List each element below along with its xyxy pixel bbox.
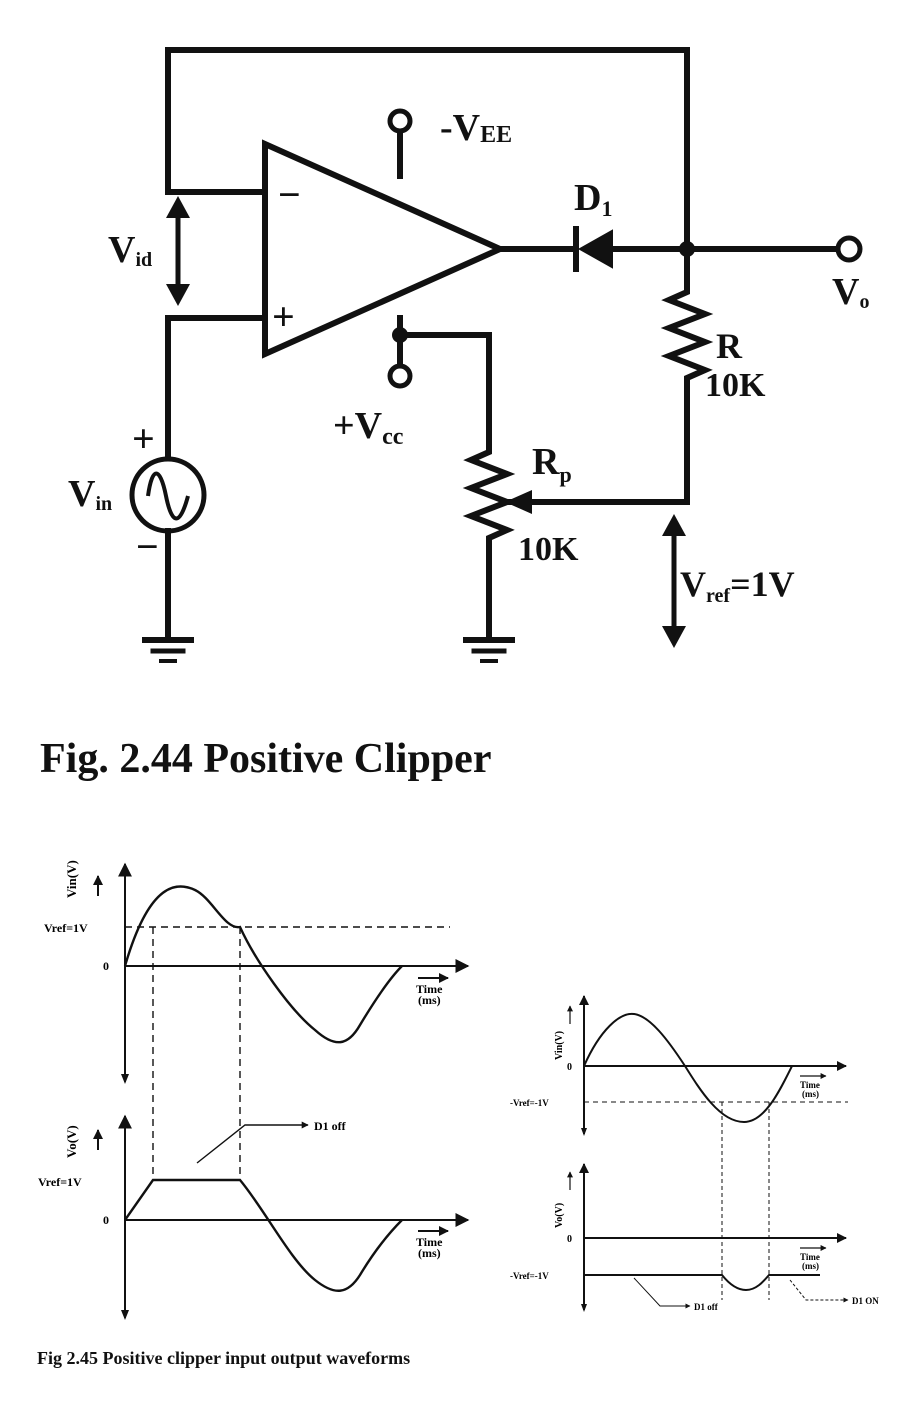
- feedback-wire: [165, 47, 690, 252]
- left-bottom-y-axis-down-arrow: [121, 1310, 129, 1320]
- vcc-to-pot-wire: [397, 332, 492, 443]
- fig-245-caption: Fig 2.45 Positive clipper input output w…: [37, 1348, 411, 1368]
- wiper-arrowhead: [505, 490, 532, 514]
- right-top-ylabel: Vin(V): [554, 1031, 565, 1060]
- pot-ground-symbol: [463, 637, 515, 663]
- vee-terminal: [387, 108, 413, 134]
- right-d1on-pointer: [789, 1279, 849, 1303]
- right-d1on-label: D1 ON: [852, 1296, 879, 1306]
- vref-label: Vref=1V: [680, 564, 795, 607]
- right-bottom-xunit: (ms): [802, 1261, 819, 1271]
- left-top-vref-label: Vref=1V: [44, 921, 88, 935]
- right-waveforms: Vin(V) 0 -Vref=-1V Time (ms) Vo(V) 0 -Vr…: [510, 995, 879, 1312]
- vref-double-arrow: [662, 514, 686, 648]
- vee-label: -VEE: [440, 107, 512, 149]
- diode-label: D1: [574, 177, 612, 221]
- r-label: R: [716, 326, 743, 366]
- left-vo-waveform: [124, 1178, 403, 1292]
- left-top-xlabel: Time: [416, 982, 443, 996]
- noninverting-input-wire: [165, 315, 268, 467]
- right-bottom-zero-label: 0: [567, 1234, 572, 1245]
- left-top-y-axis-down-arrow: [121, 1074, 129, 1084]
- vid-double-arrow: [166, 196, 190, 306]
- left-top-ylabel: Vin(V): [64, 860, 79, 898]
- left-bottom-vref-label: Vref=1V: [38, 1175, 82, 1189]
- right-d1off-label: D1 off: [694, 1302, 719, 1312]
- right-top-xlabel: Time: [800, 1080, 820, 1090]
- left-bottom-xlabel: Time: [416, 1235, 443, 1249]
- right-bottom-ylabel: Vo(V): [554, 1203, 565, 1228]
- right-vo-waveform: [584, 1274, 820, 1292]
- potentiometer-rp: [462, 437, 516, 641]
- left-d1off-pointer: [196, 1121, 309, 1164]
- left-bottom-xunit: (ms): [418, 1246, 441, 1260]
- vcc-label: +Vcc: [333, 405, 404, 450]
- right-d1off-pointer: [633, 1277, 691, 1309]
- right-top-zero-label: 0: [567, 1062, 572, 1073]
- source-plus-label: +: [132, 416, 155, 461]
- right-vin-waveform: [583, 1012, 793, 1124]
- right-bottom-vref-label: -Vref=-1V: [510, 1271, 549, 1281]
- source-ground-symbol: [142, 637, 194, 663]
- vo-label: Vo: [832, 271, 869, 313]
- sine-symbol: [146, 471, 190, 521]
- vid-label: Vid: [108, 229, 152, 271]
- left-d1off-label: D1 off: [314, 1119, 347, 1133]
- vo-terminal: [835, 235, 863, 263]
- rp-value: 10K: [518, 531, 579, 568]
- vcc-terminal: [387, 363, 413, 389]
- fig-244-caption: Fig. 2.44 Positive Clipper: [40, 736, 491, 782]
- left-top-xunit: (ms): [418, 993, 441, 1007]
- left-bottom-zero-label: 0: [103, 1213, 109, 1227]
- diode-d1: [573, 226, 613, 272]
- left-top-zero-label: 0: [103, 959, 109, 973]
- left-waveforms: Vin(V) Vref=1V 0 Time (ms) Vo(V) Vref=1V…: [38, 860, 470, 1320]
- op-amp-plus-label: +: [272, 294, 295, 339]
- resistor-r: [507, 246, 714, 505]
- rp-label: Rp: [532, 441, 572, 487]
- vin-source: [129, 456, 207, 534]
- right-bottom-xlabel: Time: [800, 1252, 820, 1262]
- left-bottom-ylabel: Vo(V): [64, 1125, 79, 1158]
- vin-label: Vin: [68, 473, 112, 515]
- op-amp-minus-label: −: [278, 172, 301, 217]
- positive-clipper-circuit: − + -VEE +Vcc Rp 10K D1: [68, 47, 869, 663]
- r-value: 10K: [705, 367, 766, 404]
- source-minus-label: −: [136, 524, 159, 569]
- op-amp-symbol: [262, 139, 508, 359]
- left-vin-waveform: [123, 885, 403, 1044]
- right-top-xunit: (ms): [802, 1089, 819, 1099]
- right-top-vref-label: -Vref=-1V: [510, 1098, 549, 1108]
